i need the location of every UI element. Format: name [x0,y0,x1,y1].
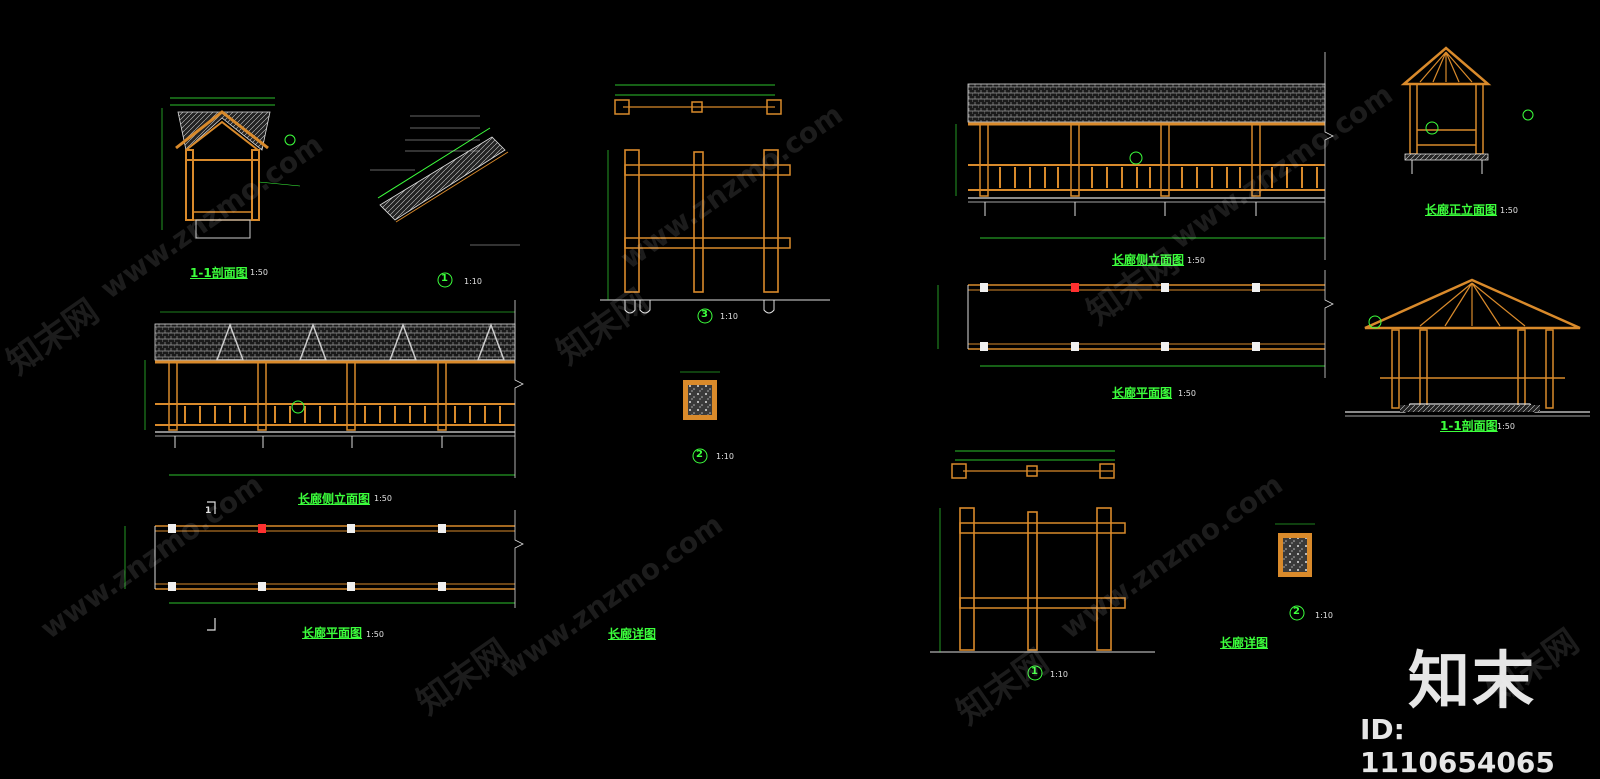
scale-plan-right: 1:50 [1178,389,1196,398]
scale-detail-2-left: 1:10 [716,452,734,461]
title-front-elevation: 长廊正立面图 [1425,203,1498,217]
roof-detail-1-left [370,115,520,288]
marker-detail-2-left: 2 [696,449,703,460]
post-rail-detail-1-right [930,450,1155,681]
section-cut-marker: 1 [205,506,212,516]
scale-detail-3-left: 1:10 [720,312,738,321]
title-section-1-1-left: 1-1剖面图 [190,266,248,280]
title-detail-right: 长廊详图 [1220,636,1269,650]
title-detail-left: 长廊详图 [608,627,657,641]
title-plan-right: 长廊平面图 [1112,386,1173,400]
marker-detail-2-right: 2 [1293,606,1300,617]
post-section-detail-2-left [680,371,720,464]
post-section-detail-2-right [1275,523,1315,621]
title-section-right: 1-1剖面图 [1440,419,1498,433]
scale-front-elevation: 1:50 [1500,206,1518,215]
scale-detail-2-right: 1:10 [1315,611,1333,620]
front-elevation-drawing [1400,46,1534,174]
marker-detail-1-left: 1 [441,273,448,284]
plan-right-drawing [937,270,1334,378]
post-rail-detail-3-left [600,84,830,324]
title-side-elevation-left: 长廊侧立面图 [298,492,371,506]
side-elevation-right-drawing [955,52,1334,260]
marker-detail-1-right: 1 [1031,666,1038,677]
scale-plan-left: 1:50 [366,630,384,639]
section-1-1-right-drawing [1345,278,1590,417]
title-plan-left: 长廊平面图 [302,626,363,640]
scale-side-elevation-right: 1:50 [1187,256,1205,265]
scale-section-1-1-left: 1:50 [250,268,268,277]
watermark-id-text: ID: 1110654065 [1360,713,1555,779]
scale-side-elevation-left: 1:50 [374,494,392,503]
section-1-1-left-drawing [161,97,301,239]
title-side-elevation-right: 长廊侧立面图 [1112,253,1185,267]
marker-detail-3-left: 3 [701,309,708,320]
plan-left-drawing [124,501,524,631]
scale-section-right: 1:50 [1497,422,1515,431]
side-elevation-left-drawing [144,300,524,478]
scale-detail-1-right: 1:10 [1050,670,1068,679]
scale-detail-1-left: 1:10 [464,277,482,286]
watermark-brand-logo: 知末 [1408,644,1537,717]
